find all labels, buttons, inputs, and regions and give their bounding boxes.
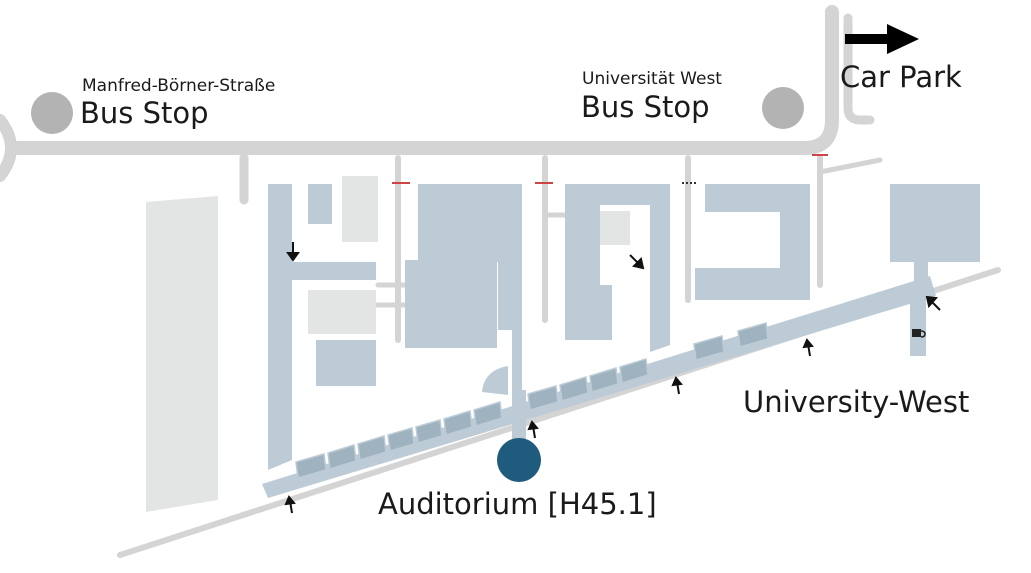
car-park-label[interactable]: Car Park bbox=[840, 60, 962, 94]
car-park-road bbox=[843, 13, 875, 125]
entrance-arrow-icon bbox=[284, 495, 296, 514]
entrance-arrows bbox=[284, 242, 941, 514]
west-south-block bbox=[316, 340, 376, 386]
auditorium-marker[interactable] bbox=[497, 438, 541, 482]
university-west-label: University-West bbox=[743, 385, 970, 419]
annex-building-1 bbox=[342, 176, 378, 242]
bus-stop-street-label: Manfred-Börner-Straße bbox=[82, 76, 276, 96]
entrance-arrow-icon bbox=[671, 376, 683, 395]
west-small-block bbox=[308, 184, 332, 224]
east-block bbox=[695, 184, 810, 300]
corridor-segments bbox=[295, 322, 769, 479]
auditorium-label: Auditorium [H45.1] bbox=[378, 487, 657, 521]
auditorium-round-hall bbox=[482, 366, 508, 395]
entrance-arrow-icon bbox=[527, 420, 539, 439]
gates bbox=[392, 154, 828, 184]
west-wing bbox=[268, 184, 376, 470]
cafe-wing bbox=[910, 292, 926, 356]
auditorium-connector bbox=[512, 390, 526, 440]
entrance-arrow-icon bbox=[629, 254, 645, 270]
bus-stop-label: Bus Stop bbox=[80, 96, 209, 130]
entrance-arrow-icon bbox=[802, 338, 814, 357]
entrance-arrow-icon bbox=[286, 242, 300, 262]
parking-strip bbox=[146, 196, 218, 512]
bus-stop-marker-icon[interactable] bbox=[31, 92, 73, 134]
central-annex bbox=[405, 260, 497, 348]
east-central-block bbox=[565, 184, 670, 352]
left-road-curve bbox=[0, 114, 17, 182]
coffee-cup-icon bbox=[912, 329, 926, 338]
right-arrow-icon bbox=[845, 24, 919, 54]
annex-building-2 bbox=[308, 290, 376, 334]
central-block bbox=[418, 184, 522, 398]
entrance-arrow-icon bbox=[925, 295, 941, 311]
northeast-block bbox=[890, 184, 980, 262]
main-road bbox=[11, 5, 839, 155]
bus-stop-marker-icon[interactable] bbox=[762, 87, 804, 129]
bus-stop-street-label: Universität West bbox=[582, 69, 722, 89]
bus-stop-label: Bus Stop bbox=[581, 90, 710, 124]
